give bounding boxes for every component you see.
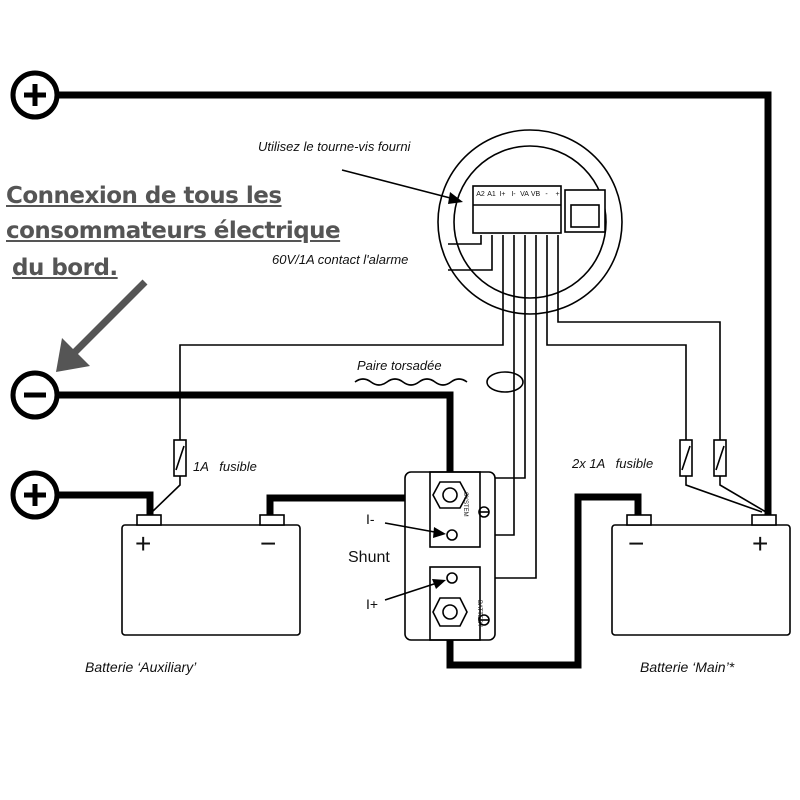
- heading-line-2: consommateurs électrique: [6, 218, 341, 244]
- terminal-block: [472, 185, 562, 234]
- screwdriver-label: Utilisez le tourne-vis fourni: [258, 139, 411, 154]
- battery-aux-label: Batterie ‘Auxiliary’: [85, 659, 197, 675]
- battery-aux: [121, 524, 301, 636]
- terminal-label: I-: [511, 191, 516, 198]
- fuse-main-label: 2x 1A fusible: [572, 456, 654, 471]
- negative-load-cable: [57, 391, 454, 490]
- battery-terminal-label: BATTERY: [476, 600, 482, 628]
- positive-aux-cable: [57, 491, 154, 515]
- aux-plus-symbol: +: [135, 528, 152, 559]
- terminal-label: -: [545, 191, 548, 198]
- positive-main-cable: [57, 91, 772, 515]
- terminal-label: VA: [520, 191, 529, 198]
- system-label: SYSTEM: [462, 492, 468, 517]
- fuse-aux-label: 1A fusible: [193, 459, 257, 474]
- terminal-label: +: [555, 191, 560, 198]
- twisted-pair-label: Paire torsadée: [357, 358, 442, 373]
- aux-minus-symbol: −: [260, 528, 277, 559]
- terminal-label: I+: [499, 191, 506, 198]
- battery-main: [611, 524, 791, 636]
- monitor-outer: [437, 129, 623, 315]
- terminal-label: A1: [487, 191, 496, 198]
- terminal-label: A2: [476, 191, 485, 198]
- i-minus-label: I-: [366, 511, 375, 527]
- pointer-arrow: [69, 279, 148, 358]
- main-minus-symbol: −: [628, 528, 645, 559]
- main-plus-symbol: +: [752, 528, 769, 559]
- battery-main-label: Batterie ‘Main’*: [640, 659, 735, 675]
- alarm-label: 60V/1A contact l'alarme: [272, 252, 409, 267]
- shunt-label: Shunt: [348, 549, 390, 566]
- heading-line-1: Connexion de tous les: [6, 183, 282, 209]
- heading-line-3: du bord.: [12, 255, 118, 281]
- aux-negative-cable: [266, 494, 408, 515]
- battery-shunt-cable: [446, 493, 642, 669]
- monitor-inner: [453, 145, 607, 299]
- i-plus-label: I+: [366, 596, 379, 612]
- terminal-label: VB: [530, 191, 541, 198]
